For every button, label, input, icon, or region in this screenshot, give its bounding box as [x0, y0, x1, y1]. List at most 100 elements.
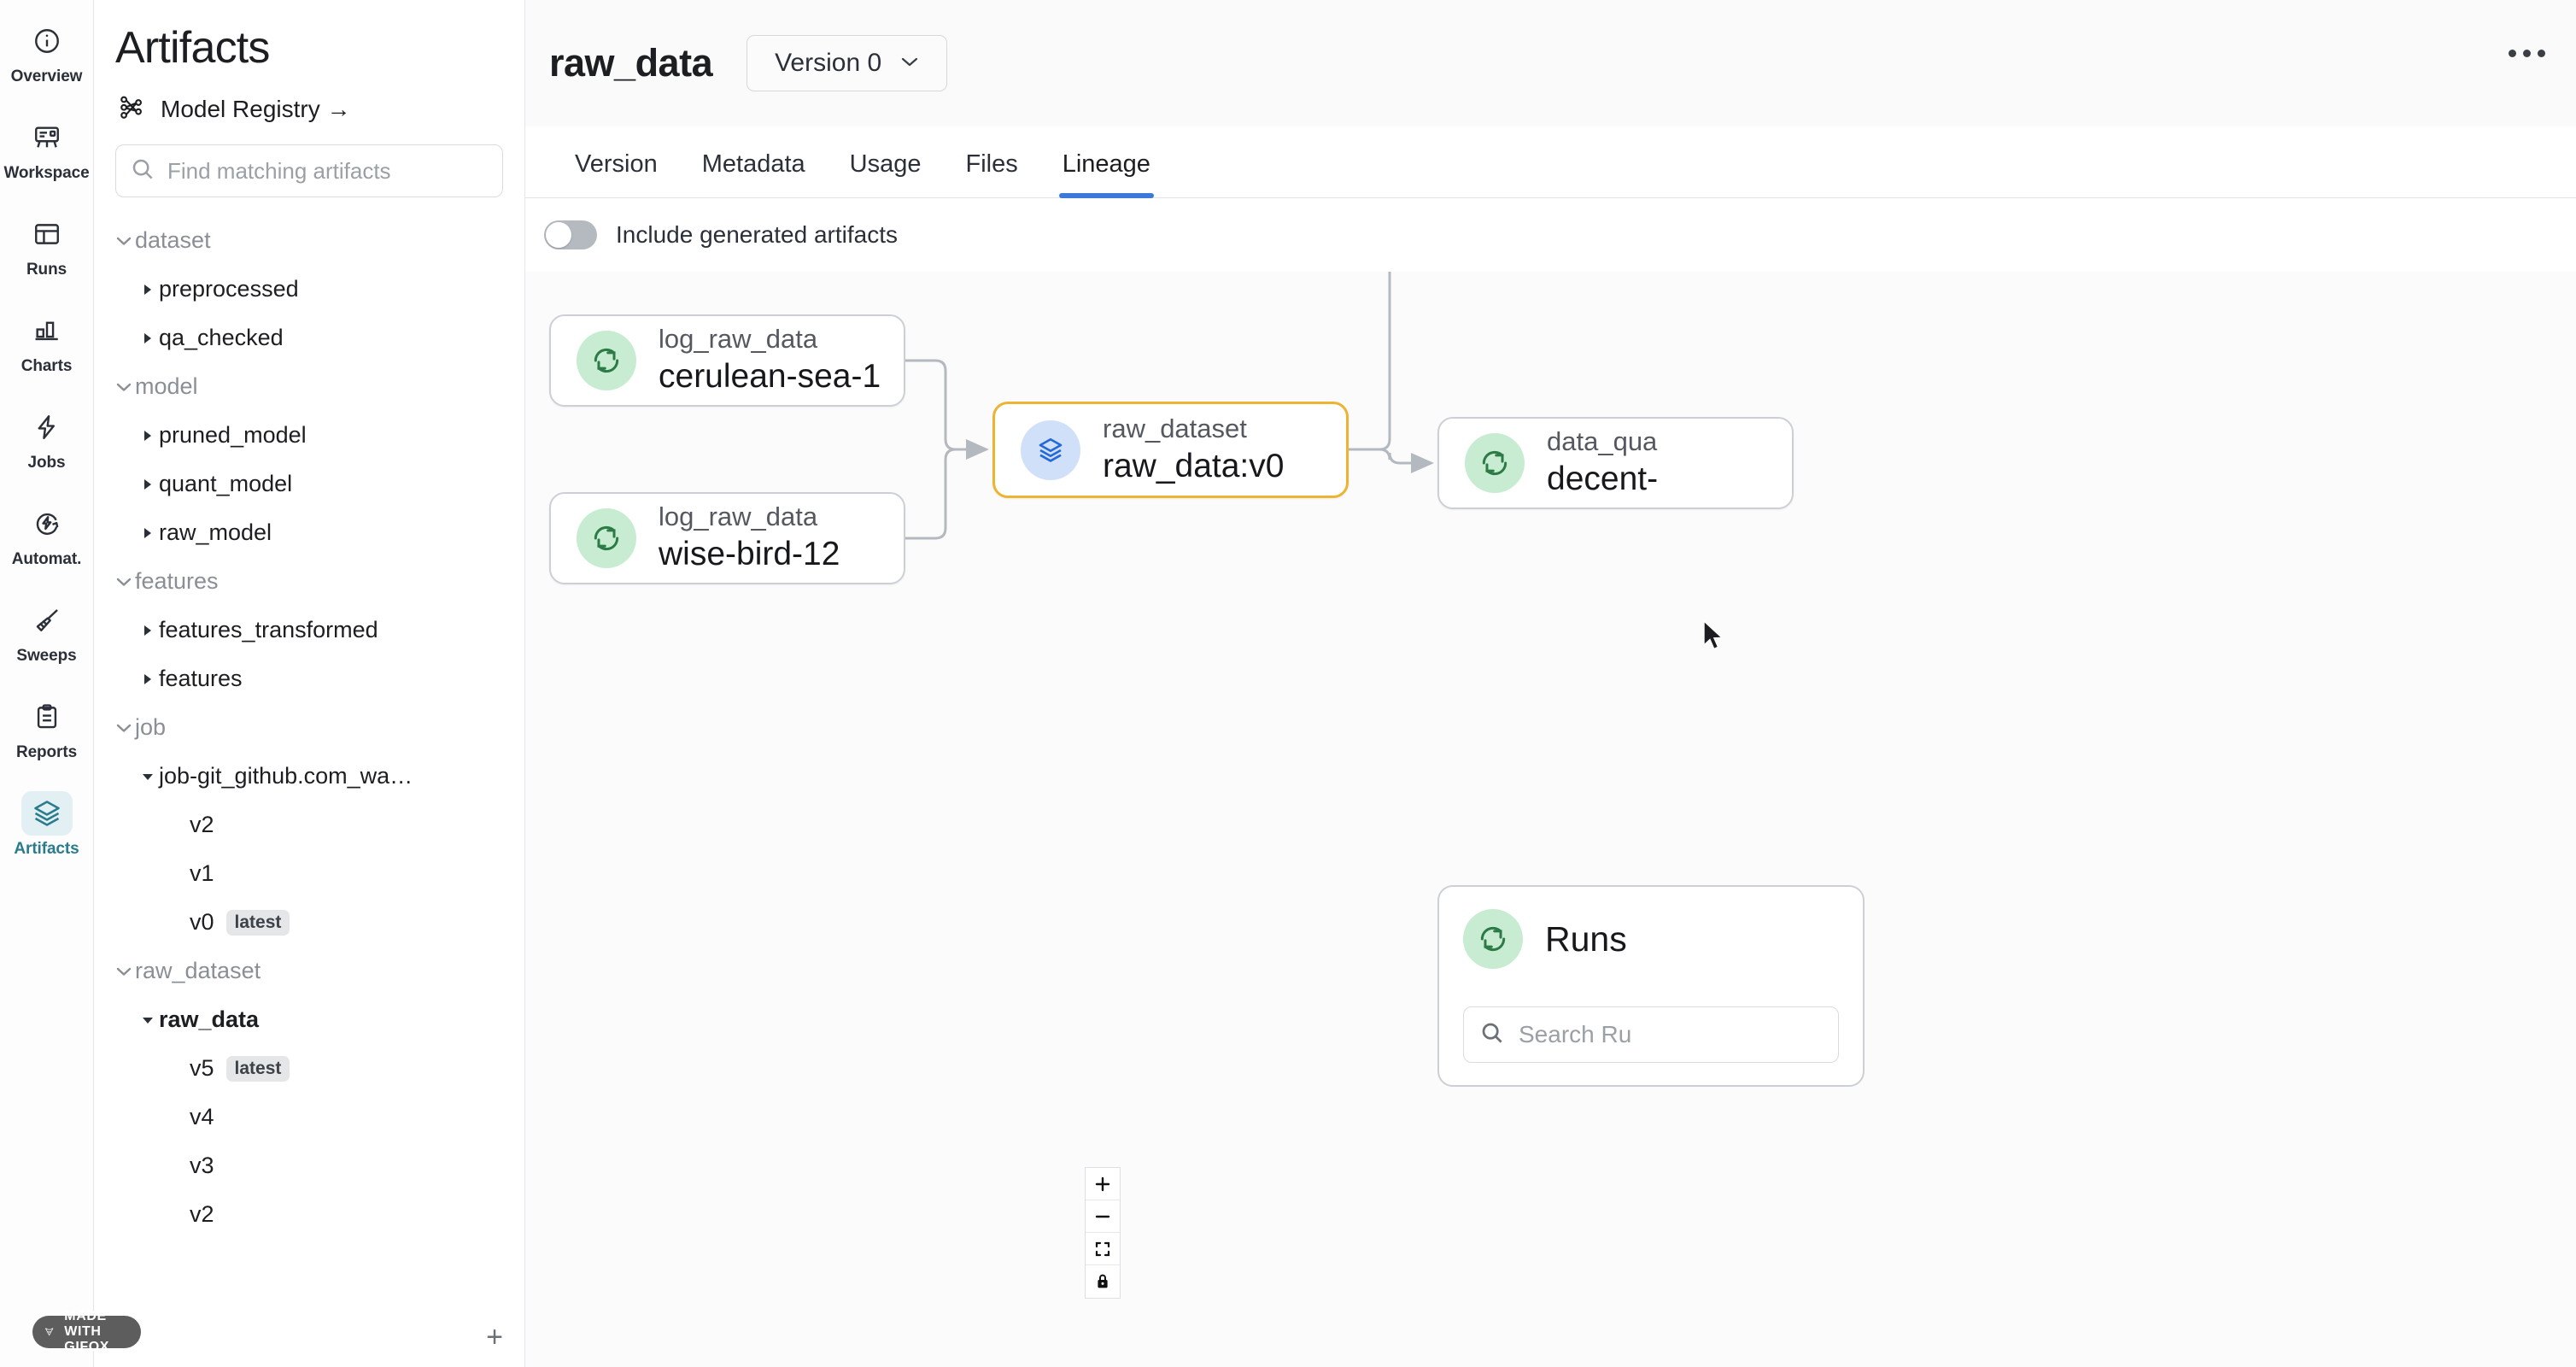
- tab-lineage[interactable]: Lineage: [1040, 150, 1173, 198]
- tree-version-item[interactable]: v1: [94, 849, 524, 898]
- tree-item-label: v0: [190, 909, 214, 935]
- tab-usage[interactable]: Usage: [849, 150, 922, 178]
- tree-item-label: v4: [190, 1104, 214, 1129]
- sidebar-item-label: Reports: [15, 743, 78, 761]
- sidebar-item-workspace[interactable]: Workspace: [3, 115, 90, 183]
- gifox-label: MADE WITH GIFOX: [64, 1309, 110, 1354]
- tree-item[interactable]: quant_model: [94, 460, 524, 508]
- sidebar-item-runs[interactable]: Runs: [6, 212, 88, 279]
- model-registry-icon: [118, 92, 147, 126]
- sidebar-item-jobs[interactable]: Jobs: [6, 405, 88, 472]
- tree-group[interactable]: raw_dataset: [94, 947, 524, 995]
- table-icon: [21, 212, 73, 256]
- tree-item[interactable]: features: [94, 654, 524, 703]
- tree-group[interactable]: model: [94, 362, 524, 411]
- broom-icon: [21, 598, 73, 642]
- tree-item-label: v2: [190, 1201, 214, 1227]
- tree-item-label: v2: [190, 812, 214, 837]
- tree-item-label: features: [159, 666, 243, 691]
- tree-item-label: raw_model: [159, 519, 272, 545]
- tree-item[interactable]: job-git_github.com_wa…: [94, 752, 524, 801]
- layers-icon: [20, 791, 73, 836]
- tree-group[interactable]: features: [94, 557, 524, 606]
- lineage-node-type: raw_dataset: [1103, 413, 1247, 443]
- runs-search-field[interactable]: Search Ru: [1463, 1006, 1839, 1063]
- include-generated-toggle[interactable]: [544, 220, 597, 249]
- tab-files[interactable]: Files: [965, 150, 1018, 178]
- tree-item[interactable]: preprocessed: [94, 265, 524, 314]
- version-select[interactable]: Version 0: [746, 35, 948, 91]
- add-artifact-button[interactable]: +: [486, 1321, 503, 1353]
- include-generated-row: Include generated artifacts: [525, 198, 2576, 272]
- primary-nav-rail: Overview Workspace Runs: [0, 0, 141, 1367]
- model-registry-link[interactable]: Model Registry →: [94, 73, 524, 126]
- latest-badge: latest: [225, 1055, 290, 1082]
- tree-item-label: features: [135, 568, 219, 594]
- tab-metadata[interactable]: Metadata: [701, 150, 805, 178]
- lineage-node-name: cerulean-sea-1: [659, 358, 881, 395]
- tree-version-item[interactable]: v4: [94, 1093, 524, 1141]
- tree-item[interactable]: pruned_model: [94, 411, 524, 460]
- more-options-button[interactable]: [2509, 50, 2545, 57]
- sidebar-item-reports[interactable]: Reports: [6, 695, 88, 762]
- tree-version-item[interactable]: v2: [94, 801, 524, 849]
- automation-icon: [21, 502, 73, 546]
- dot-icon: [2538, 50, 2545, 57]
- lock-button[interactable]: [1086, 1265, 1120, 1298]
- tree-item[interactable]: raw_model: [94, 508, 524, 557]
- search-input[interactable]: [167, 157, 489, 185]
- tree-version-item[interactable]: v2: [94, 1190, 524, 1239]
- sidebar-item-sweeps[interactable]: Sweeps: [6, 598, 88, 666]
- run-refresh-icon: [1463, 909, 1523, 969]
- caret-right-icon: [137, 331, 159, 346]
- runs-panel-header: Runs: [1463, 909, 1839, 969]
- runs-panel-title: Runs: [1545, 918, 1627, 959]
- sidebar-item-charts[interactable]: Charts: [6, 308, 88, 376]
- chevron-down-icon: [113, 381, 135, 393]
- tree-item[interactable]: qa_checked: [94, 314, 524, 362]
- zoom-in-button[interactable]: [1086, 1168, 1120, 1200]
- tree-item-label: model: [135, 373, 198, 399]
- zoom-out-button[interactable]: [1086, 1200, 1120, 1233]
- tree-version-item[interactable]: v3: [94, 1141, 524, 1190]
- sidebar-item-overview[interactable]: Overview: [6, 19, 88, 86]
- runs-panel[interactable]: Runs Search Ru: [1437, 885, 1865, 1087]
- fox-icon: [45, 1328, 54, 1336]
- chevron-down-icon: [900, 56, 919, 72]
- tree-item[interactable]: features_transformed: [94, 606, 524, 654]
- sidebar-item-label: Overview: [10, 67, 83, 85]
- tree-item-label: qa_checked: [159, 325, 284, 350]
- workspace-icon: [21, 115, 73, 160]
- tree-item-label: job-git_github.com_wa…: [159, 763, 413, 789]
- sidebar-item-automations[interactable]: Automat.: [6, 502, 88, 569]
- tree-group[interactable]: dataset: [94, 216, 524, 265]
- page-title: Artifacts: [115, 23, 270, 73]
- clipboard-icon: [21, 695, 73, 739]
- tree-item-label: v3: [190, 1153, 214, 1178]
- caret-right-icon: [137, 525, 159, 541]
- tree-group[interactable]: job: [94, 703, 524, 752]
- tab-version[interactable]: Version: [575, 150, 658, 178]
- tree-version-item[interactable]: v0 latest: [94, 898, 524, 947]
- sidebar-item-label: Runs: [26, 261, 67, 279]
- sidebar-item-artifacts[interactable]: Artifacts: [6, 791, 88, 859]
- tree-item-label: features_transformed: [159, 617, 378, 642]
- tree-item[interactable]: raw_data: [94, 995, 524, 1044]
- toggle-knob: [546, 222, 571, 248]
- tree-item-label: preprocessed: [159, 276, 299, 302]
- sidebar-item-label: Charts: [20, 357, 73, 375]
- artifact-search[interactable]: [115, 144, 503, 197]
- latest-badge: latest: [225, 909, 290, 936]
- chevron-down-icon: [113, 235, 135, 247]
- run-refresh-icon: [577, 331, 636, 390]
- fit-view-button[interactable]: [1086, 1233, 1120, 1265]
